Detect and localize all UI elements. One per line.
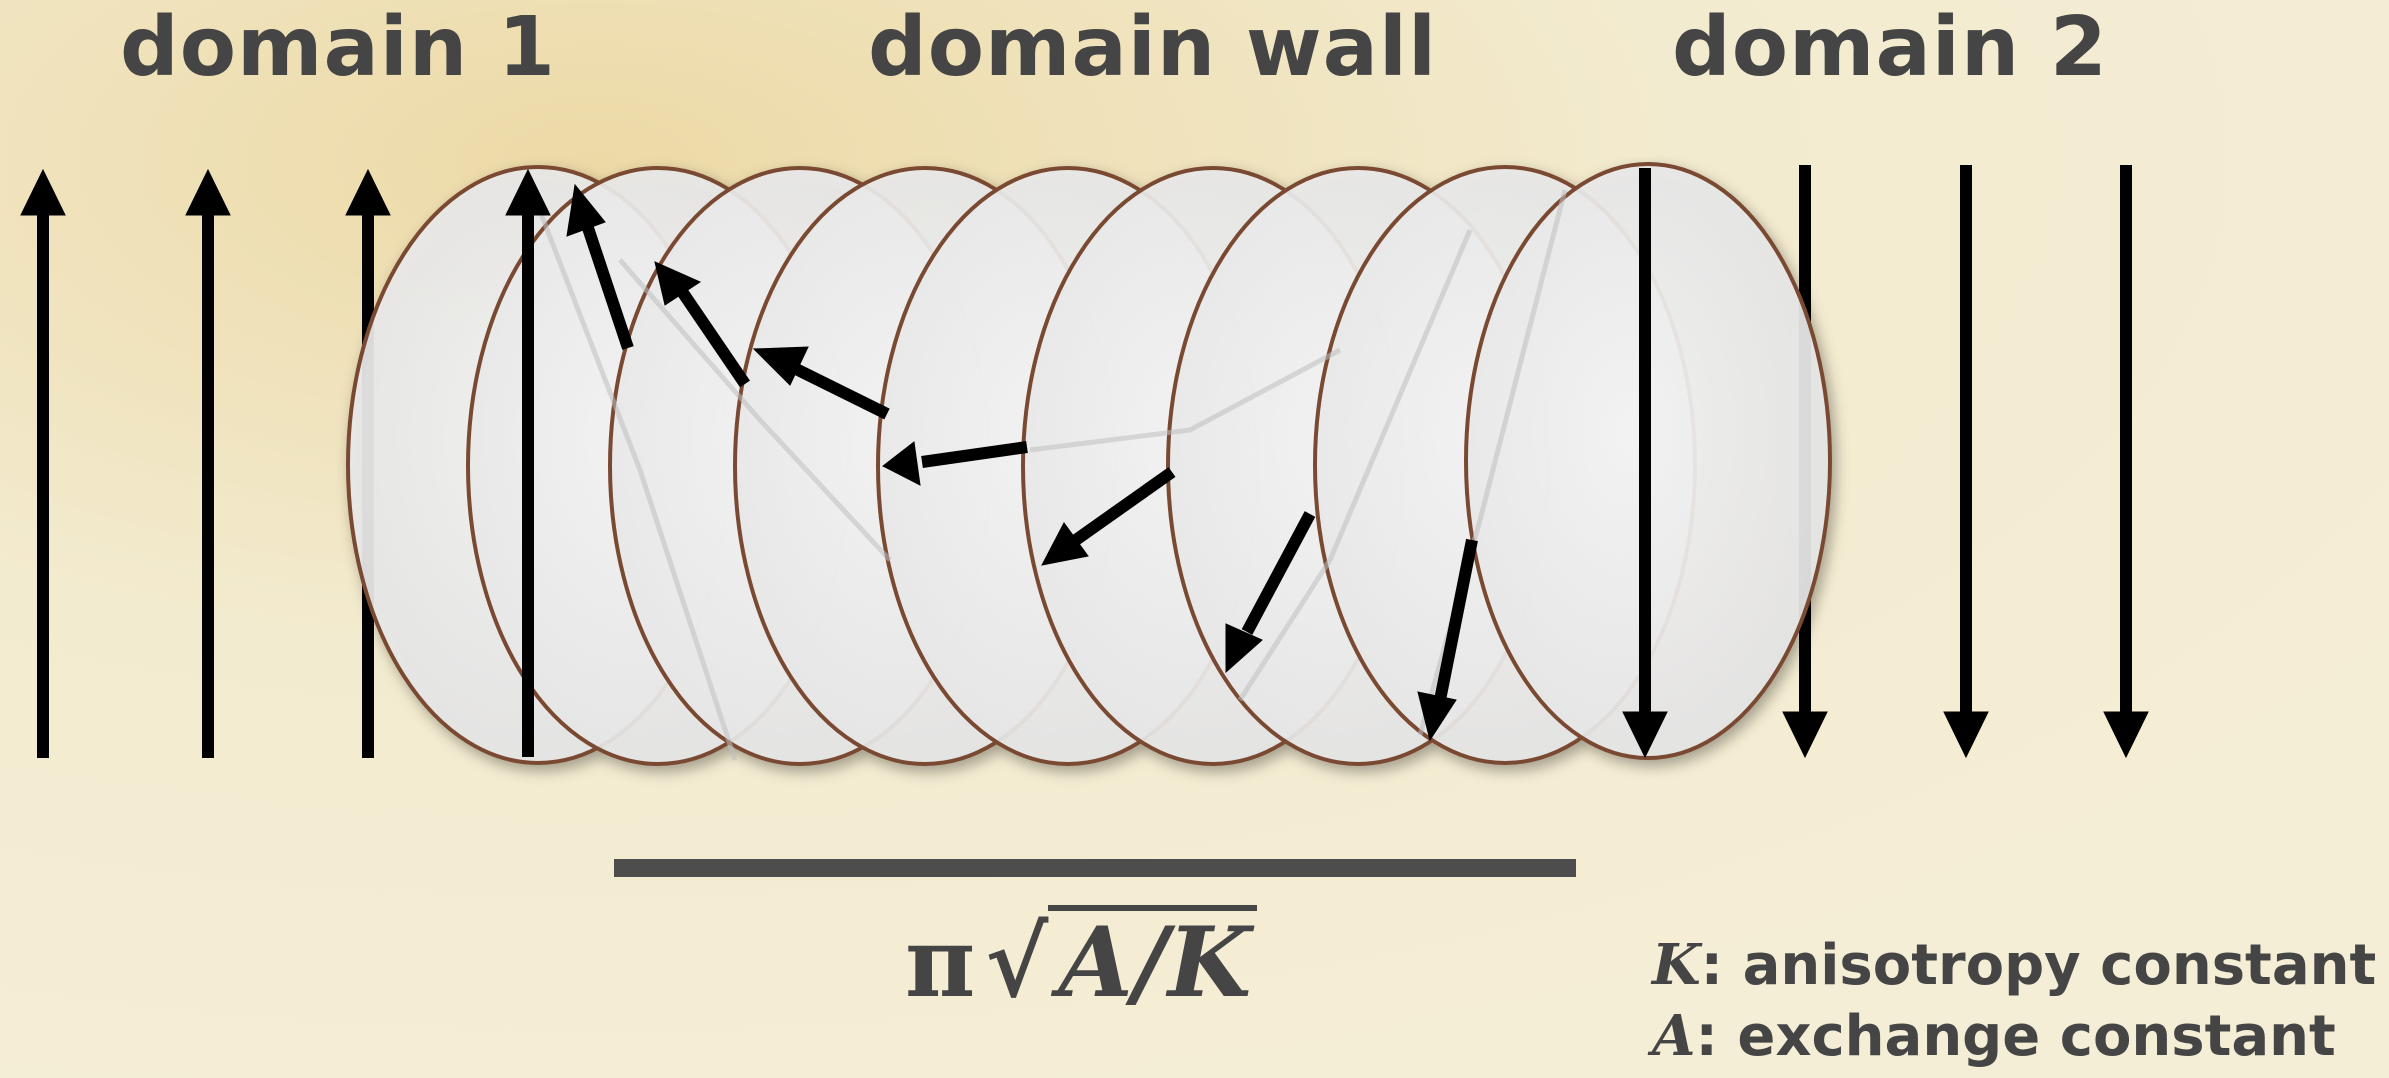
legend-row-exchange: A: exchange constant xyxy=(1652,1001,2376,1072)
legend-separator: : xyxy=(1701,933,1723,998)
radicand: A/K xyxy=(1048,905,1257,1011)
legend-description: anisotropy constant xyxy=(1743,933,2377,998)
wall-width-formula: π√A/K xyxy=(905,905,1257,1019)
domain-wall-planes xyxy=(348,164,1830,764)
domain-wall-heading: domain wall xyxy=(868,0,1437,95)
legend-separator: : xyxy=(1695,1004,1717,1069)
domain-2-heading: domain 2 xyxy=(1672,0,2108,95)
legend-row-anisotropy: K: anisotropy constant xyxy=(1652,930,2376,1001)
domain-1-heading: domain 1 xyxy=(120,0,556,95)
legend-symbol: A xyxy=(1652,1003,1695,1069)
radical-sign: √ xyxy=(985,906,1048,1019)
pi-symbol: π xyxy=(905,906,975,1019)
legend: K: anisotropy constant A: exchange const… xyxy=(1652,930,2376,1072)
legend-description: exchange constant xyxy=(1737,1004,2335,1069)
square-root: √A/K xyxy=(985,905,1257,1019)
wall-width-scale-bar xyxy=(614,859,1576,877)
legend-symbol: K xyxy=(1652,932,1701,998)
